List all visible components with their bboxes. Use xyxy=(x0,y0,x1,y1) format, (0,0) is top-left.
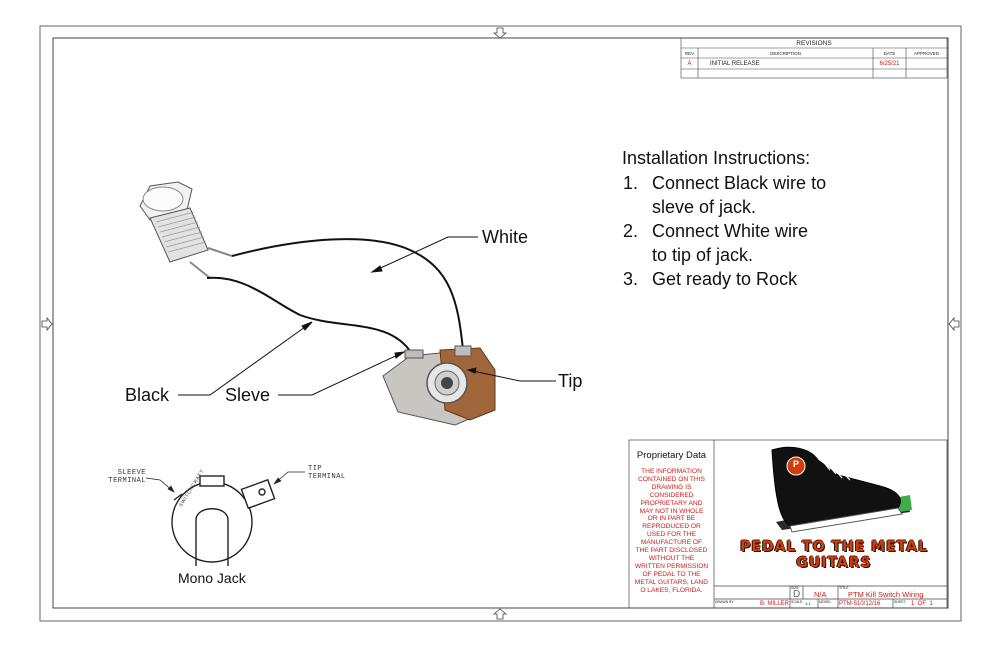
revisions-title: REVISIONS xyxy=(796,40,832,47)
approved-header: APPROVED xyxy=(913,51,939,56)
rev-description: INITIAL RELEASE xyxy=(710,61,760,67)
step-text: Get ready to Rock xyxy=(652,269,798,289)
rev-header: REV xyxy=(684,51,695,56)
logo-line1: PEDAL TO THE METAL xyxy=(740,539,928,555)
proprietary-line: PROPRIETARY AND xyxy=(640,499,703,507)
centering-marks xyxy=(41,27,960,620)
rev-date: 6/25/21 xyxy=(879,61,900,67)
proprietary-line: CONTAINED ON THIS xyxy=(638,475,705,483)
size-label: SIZE xyxy=(791,586,799,590)
proprietary-line: METAL GUITARS, LAND xyxy=(634,578,709,586)
output-jack-part xyxy=(382,345,496,426)
instructions-list: 1. Connect Black wire to sleve of jack. 2… xyxy=(594,171,852,291)
part-number: PTM-510/12/16 xyxy=(839,601,881,607)
black-wire xyxy=(206,276,413,355)
logo-line2: GUITARS xyxy=(796,555,872,571)
title-label: TITLE xyxy=(839,586,849,590)
outer-border xyxy=(39,25,962,622)
instruction-step: 1. Connect Black wire to sleve of jack. xyxy=(594,171,852,219)
step-text: Connect White wire xyxy=(652,221,809,241)
sheet-label: SHEET xyxy=(894,600,906,604)
sleeve-terminal-label: SLEEVE TERMINAL xyxy=(108,469,146,485)
scale-value: N/A xyxy=(814,590,827,599)
proprietary-line: REPRODUCED OR xyxy=(642,523,701,531)
revisions-table xyxy=(680,37,948,79)
scale-ratio: 1:1 xyxy=(805,601,811,606)
sleeve-terminal-line2: TERMINAL xyxy=(108,477,146,485)
proprietary-line: CONSIDERED xyxy=(649,491,694,499)
sleeve-terminal-line1: SLEEVE xyxy=(117,469,146,477)
step-text-cont: sleve of jack. xyxy=(652,197,757,217)
proprietary-line: WITHOUT THE xyxy=(648,554,695,562)
tip-terminal-label: TIP TERMINAL xyxy=(308,465,346,481)
model-label: MODEL xyxy=(819,600,832,604)
mono-jack-diagram xyxy=(145,471,305,566)
instruction-step: 2. Connect White wire to tip of jack. xyxy=(594,219,852,267)
step-text-cont: to tip of jack. xyxy=(652,245,754,265)
sheet-number: 1 OF 1 xyxy=(911,601,933,607)
size-value: D xyxy=(793,589,801,600)
drawn-by: B. MILLER xyxy=(760,601,790,607)
leader-lines xyxy=(178,236,556,396)
logo-badge: P xyxy=(792,459,799,469)
proprietary-line: USED FOR THE xyxy=(647,531,696,539)
kill-switch-part xyxy=(139,181,233,279)
drawing-title: PTM Kill Switch Wiring xyxy=(848,590,924,599)
proprietary-line: OR IN PART BE xyxy=(647,515,696,523)
title-block-frame xyxy=(628,439,948,609)
black-wire-label: Black xyxy=(125,385,170,405)
instruction-step: 3. Get ready to Rock xyxy=(594,267,852,291)
proprietary-line: DRAWING IS xyxy=(651,483,692,491)
proprietary-line: WRITTEN PERMISSION xyxy=(634,562,709,570)
logo-text: PEDAL TO THE METAL GUITARS xyxy=(736,539,932,571)
proprietary-line: MAY NOT IN WHOLE xyxy=(639,507,704,515)
step-number: 2. xyxy=(622,221,638,241)
rev-value: A xyxy=(687,61,692,67)
proprietary-title: Proprietary Data xyxy=(636,450,707,461)
proprietary-line: THE INFORMATION xyxy=(641,468,702,475)
white-wire xyxy=(231,238,464,351)
tip-label: Tip xyxy=(558,371,583,391)
logo-graphic xyxy=(771,446,912,533)
tip-terminal-line2: TERMINAL xyxy=(308,473,346,481)
sleve-label: Sleve xyxy=(225,385,271,405)
proprietary-line: MANUFACTURE OF xyxy=(640,539,703,547)
mono-jack-label: Mono Jack xyxy=(178,570,246,586)
step-text: Connect Black wire to xyxy=(652,173,827,193)
step-number: 1. xyxy=(622,173,638,193)
description-header: DESCRIPTION xyxy=(770,51,801,56)
step-number: 3. xyxy=(622,269,638,289)
proprietary-line: O LAKES, FLORIDA. xyxy=(640,586,703,594)
drawn-by-label: DRAWN BY xyxy=(715,600,734,604)
proprietary-line: THE PART DISCLOSED xyxy=(635,547,708,555)
wires xyxy=(206,238,464,355)
date-header: DATE xyxy=(883,51,896,56)
instructions-title: Installation Instructions: xyxy=(622,148,811,168)
scale-label: SCALE xyxy=(791,600,803,604)
white-wire-label: White xyxy=(482,227,529,247)
tip-terminal-line1: TIP xyxy=(308,465,323,473)
proprietary-line: OF PEDAL TO THE xyxy=(642,570,701,578)
